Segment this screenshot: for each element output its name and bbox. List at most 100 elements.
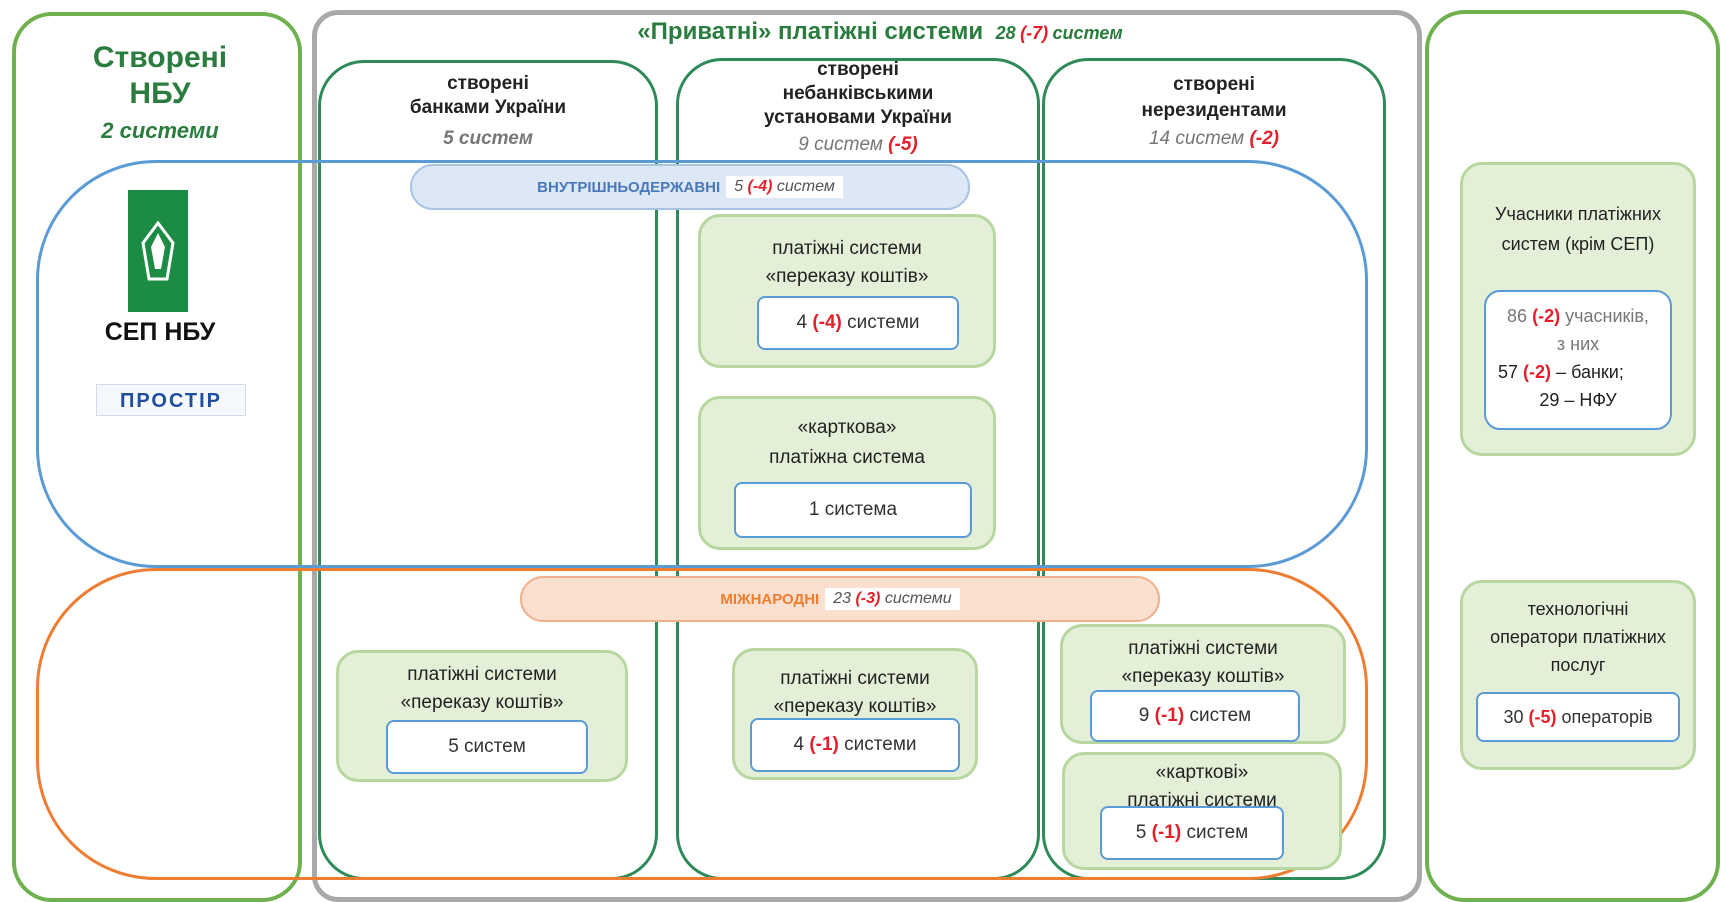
nonres-header: створені нерезидентами: [1056, 72, 1372, 124]
nonbank-count: 9 систем (-5): [690, 134, 1026, 156]
nonbank-intl-num: 4: [793, 734, 805, 755]
operators-line2: оператори платіжних: [1490, 627, 1666, 647]
sep-label: СЕП НБУ: [104, 318, 216, 346]
nonbank-intl-line2: «переказу коштів»: [773, 696, 937, 717]
nonres-transfer-title: платіжні системи «переказу коштів»: [1063, 635, 1343, 691]
domestic-card-line2: платіжна система: [769, 447, 925, 468]
participants-title: Учасники платіжних систем (крім СЕП): [1463, 199, 1693, 259]
domestic-card-line1: «карткова»: [797, 417, 897, 438]
domestic-pill: ВНУТРІШНЬОДЕРЖАВНІ 5 (-4) систем: [410, 164, 970, 210]
bank-intl-line1: платіжні системи: [407, 664, 557, 685]
bank-intl-title: платіжні системи «переказу коштів»: [339, 661, 625, 717]
banks-count: 5 систем: [443, 128, 533, 149]
nonbank-intl-line1: платіжні системи: [780, 668, 930, 689]
nonres-transfer-num: 9: [1138, 705, 1150, 726]
domestic-transfer-title: платіжні системи «переказу коштів»: [701, 235, 993, 291]
banks-header-line1: створені: [447, 73, 529, 94]
prostir-logo: ПРОСТІР: [96, 384, 246, 416]
nonres-transfer-value: 9 (-1) систем: [1090, 690, 1300, 742]
nonbank-header-line1: створені: [817, 59, 899, 80]
nonres-transfer-unit: систем: [1189, 705, 1252, 726]
nbu-count: 2 системи: [101, 118, 219, 143]
nonres-transfer-line2: «переказу коштів»: [1121, 666, 1285, 687]
operators-title: технологічні оператори платіжних послуг: [1463, 595, 1693, 679]
sep-logo-icon: [141, 221, 175, 281]
domestic-transfer-line1: платіжні системи: [772, 238, 922, 259]
nonres-card-unit: систем: [1186, 822, 1249, 843]
international-delta: (-3): [855, 590, 881, 607]
nonres-card-title: «карткові» платіжні системи: [1065, 759, 1339, 815]
operators-num: 30: [1503, 706, 1524, 727]
participants-value: 86 (-2) учасників, з них 57 (-2) – банки…: [1484, 290, 1672, 430]
nbu-title-line1: Створені: [92, 41, 228, 74]
private-title: «Приватні» платіжні системи 28 (-7) сист…: [560, 18, 1200, 46]
participants-unit: учасників,: [1565, 306, 1649, 326]
nonbank-header: створені небанківськими установами Украї…: [690, 58, 1026, 130]
domestic-unit: систем: [776, 178, 835, 195]
domestic-transfer-value: 4 (-4) системи: [757, 296, 959, 350]
participants-banks-delta: (-2): [1523, 362, 1552, 382]
nonres-card-num: 5: [1135, 822, 1147, 843]
sep-logo: [128, 190, 188, 312]
nonbank-count-delta: (-5): [888, 134, 918, 155]
nonres-count-unit: систем: [1175, 128, 1245, 149]
nbu-title-line2: НБУ: [129, 77, 191, 110]
international-oval: [36, 568, 1368, 880]
nonres-count-delta: (-2): [1249, 128, 1280, 149]
international-label: МІЖНАРОДНІ: [720, 590, 820, 608]
operators-line1: технологічні: [1527, 599, 1629, 619]
nonres-count-num: 14: [1148, 128, 1171, 149]
nonres-transfer-line1: платіжні системи: [1128, 638, 1278, 659]
domestic-oval: [36, 160, 1368, 568]
participants-sub: з них: [1556, 334, 1600, 354]
nonres-count: 14 систем (-2): [1056, 128, 1372, 150]
private-count-delta: (-7): [1020, 23, 1049, 43]
private-count-unit: систем: [1052, 23, 1123, 43]
nonbank-intl-unit: системи: [844, 734, 917, 755]
nonres-card-delta: (-1): [1151, 822, 1182, 843]
nonres-card-value: 5 (-1) систем: [1100, 806, 1284, 860]
operators-value: 30 (-5) операторів: [1476, 692, 1680, 742]
domestic-count: 5 (-4) систем: [726, 176, 843, 198]
private-count-num: 28: [995, 23, 1016, 43]
participants-count: 86 (-2) учасників,: [1486, 302, 1670, 330]
participants-num: 86: [1507, 306, 1528, 326]
participants-banks-num: 57: [1498, 362, 1519, 382]
international-count: 23 (-3) системи: [825, 588, 960, 610]
domestic-num: 5: [734, 178, 744, 195]
private-title-text: «Приватні» платіжні системи: [637, 18, 984, 45]
banks-header-line2: банками України: [409, 97, 567, 118]
operators-unit: операторів: [1561, 706, 1653, 727]
participants-banks-label: – банки;: [1556, 362, 1624, 382]
participants-banks: 57 (-2) – банки;: [1486, 358, 1670, 386]
participants-nfu: 29 – НФУ: [1539, 390, 1617, 410]
banks-header: створені банками України: [330, 72, 646, 120]
nonbank-intl-title: платіжні системи «переказу коштів»: [735, 665, 975, 721]
nonres-header-line1: створені: [1173, 74, 1255, 95]
bank-intl-line2: «переказу коштів»: [400, 692, 564, 713]
nonbank-intl-value: 4 (-1) системи: [750, 718, 960, 772]
nonres-card-line2: платіжні системи: [1127, 790, 1277, 811]
bank-intl-value: 5 систем: [386, 720, 588, 774]
domestic-delta: (-4): [747, 178, 773, 195]
nonbank-header-line3: установами України: [764, 107, 952, 128]
domestic-transfer-num: 4: [796, 312, 808, 333]
nonres-header-line2: нерезидентами: [1141, 100, 1287, 121]
operators-line3: послуг: [1550, 655, 1606, 675]
international-num: 23: [833, 590, 852, 607]
nonres-card-line1: «карткові»: [1155, 762, 1249, 783]
domestic-transfer-delta: (-4): [812, 312, 842, 333]
domestic-card-value: 1 система: [734, 482, 972, 538]
nbu-title: Створені НБУ: [40, 40, 280, 112]
international-unit: системи: [884, 590, 952, 607]
domestic-label: ВНУТРІШНЬОДЕРЖАВНІ: [537, 178, 721, 196]
domestic-card-title: «карткова» платіжна система: [701, 413, 993, 473]
nonres-transfer-delta: (-1): [1154, 705, 1185, 726]
nonbank-header-line2: небанківськими: [782, 83, 934, 104]
operators-delta: (-5): [1528, 706, 1557, 727]
domestic-transfer-line2: «переказу коштів»: [765, 266, 929, 287]
participants-line1: Учасники платіжних: [1495, 204, 1661, 224]
domestic-transfer-unit: системи: [847, 312, 920, 333]
participants-delta: (-2): [1532, 306, 1561, 326]
international-pill: МІЖНАРОДНІ 23 (-3) системи: [520, 576, 1160, 622]
